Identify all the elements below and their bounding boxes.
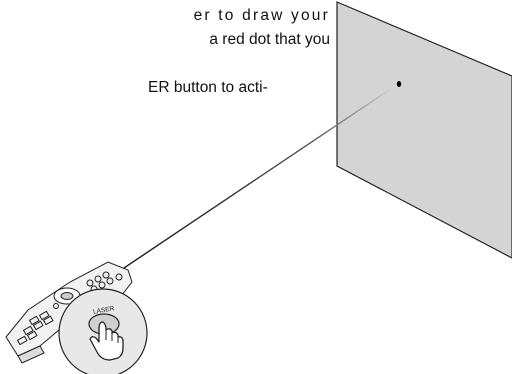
laser-button-label: LASER xyxy=(93,305,116,316)
laser-beam xyxy=(117,83,399,273)
instruction-line-1: er to draw your xyxy=(193,7,330,24)
laser-dot xyxy=(396,81,402,87)
projection-screen xyxy=(336,1,512,259)
instruction-line-2: a red dot that you xyxy=(209,31,330,48)
pointing-hand-icon xyxy=(89,321,124,361)
instruction-text: er to draw your a red dot that you ER bu… xyxy=(0,4,330,100)
instruction-line-3: ER button to acti- xyxy=(148,79,268,96)
